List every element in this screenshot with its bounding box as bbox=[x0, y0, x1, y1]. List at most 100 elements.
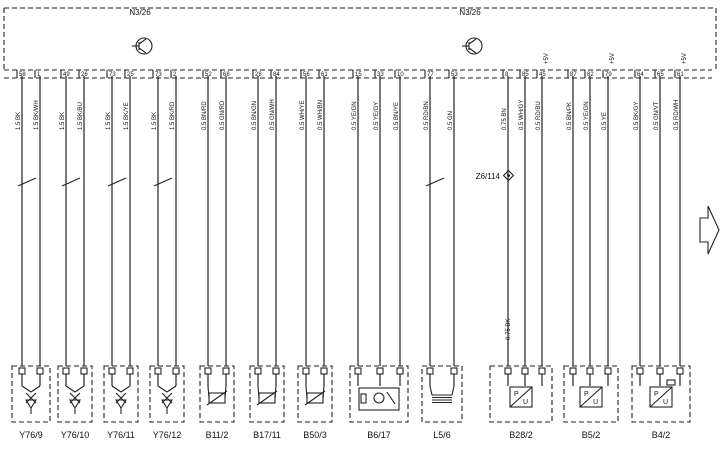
component-l5-6[interactable]: L5/6 bbox=[421, 365, 463, 440]
pin-number: 77 bbox=[427, 72, 434, 78]
pin-number: 82 bbox=[587, 72, 594, 78]
wire-label: 0.5 YE/GY bbox=[374, 102, 380, 130]
pin-number: 73 bbox=[155, 72, 162, 78]
component-b50-3[interactable]: B50/3 bbox=[297, 365, 333, 440]
wire-label: 1.5 BK/YE bbox=[124, 102, 130, 130]
component-label: B6/17 bbox=[367, 430, 391, 440]
terminal bbox=[62, 367, 70, 375]
wire-label: 1.5 BK bbox=[16, 112, 22, 130]
terminal bbox=[376, 367, 384, 375]
pin-number: 79 bbox=[605, 72, 612, 78]
wire-label: 1.5 BK/RD bbox=[170, 101, 176, 130]
wire-label: 0.5 BN/GN bbox=[252, 101, 258, 130]
terminal bbox=[396, 367, 404, 375]
arrow-right-icon[interactable] bbox=[699, 205, 720, 255]
wire-label: 0.5 GN bbox=[448, 111, 454, 130]
component-label: B5/2 bbox=[582, 430, 601, 440]
component-label: B11/2 bbox=[206, 430, 229, 440]
component-b17-11[interactable]: B17/11 bbox=[249, 365, 285, 440]
component-b11-2[interactable]: B11/2 bbox=[199, 365, 235, 440]
pin-number: 2 bbox=[173, 72, 177, 78]
wire-label: 1.5 BK bbox=[152, 112, 158, 130]
pin-number: 53 bbox=[451, 72, 458, 78]
svg-text:U: U bbox=[663, 399, 668, 406]
component-box bbox=[249, 365, 285, 423]
switch-contact bbox=[425, 177, 445, 187]
wire-label: 0.75 BN bbox=[502, 108, 508, 130]
wire-label: 0.5 YE bbox=[602, 112, 608, 130]
component-box bbox=[563, 365, 619, 423]
pin-number: 85 bbox=[522, 72, 529, 78]
terminal bbox=[504, 367, 512, 375]
wire-label: 0.5 YE/GN bbox=[352, 101, 358, 130]
component-box bbox=[149, 365, 185, 423]
wire-label: 0.5 BN/PK bbox=[567, 102, 573, 130]
wire-label: 0.5 BN/RD bbox=[202, 101, 208, 130]
terminal bbox=[450, 367, 458, 375]
wire-label: 0.5 BK/GY bbox=[634, 102, 640, 130]
wire-label: 0.5 YE/GN bbox=[584, 101, 590, 130]
svg-text:P: P bbox=[654, 391, 659, 398]
component-box bbox=[11, 365, 51, 423]
valve-icon bbox=[21, 385, 41, 414]
valve-icon bbox=[157, 385, 177, 414]
pin-number: 61 bbox=[677, 72, 684, 78]
wire-label: 1.5 BK bbox=[106, 112, 112, 130]
terminal bbox=[656, 367, 664, 375]
component-b6-17[interactable]: B6/17 bbox=[349, 365, 409, 440]
terminal bbox=[222, 367, 230, 375]
terminal bbox=[521, 367, 529, 375]
component-label: B17/11 bbox=[253, 430, 281, 440]
component-y76-10[interactable]: Y76/10 bbox=[57, 365, 93, 440]
component-y76-12[interactable]: Y76/12 bbox=[149, 365, 185, 440]
terminal bbox=[18, 367, 26, 375]
terminal bbox=[36, 367, 44, 375]
component-label: Y76/12 bbox=[153, 430, 182, 440]
terminal bbox=[126, 367, 134, 375]
terminal bbox=[154, 367, 162, 375]
component-label: Y76/11 bbox=[107, 430, 135, 440]
component-y76-11[interactable]: Y76/11 bbox=[103, 365, 139, 440]
splice-label: Z6/114 bbox=[476, 172, 501, 181]
switch-contact bbox=[61, 177, 81, 187]
pin-number: 33 bbox=[377, 72, 384, 78]
pin-number: 61 bbox=[321, 72, 328, 78]
terminal bbox=[636, 367, 644, 375]
svg-text:U: U bbox=[593, 399, 598, 406]
component-label: Y76/9 bbox=[19, 430, 43, 440]
temperature-sensor-icon bbox=[256, 385, 278, 406]
terminal bbox=[204, 367, 212, 375]
component-b28-2[interactable]: PU B28/2 bbox=[489, 365, 553, 440]
component-box bbox=[199, 365, 235, 423]
wire-label: 1.5 BK/BU bbox=[78, 102, 84, 130]
component-box bbox=[349, 365, 409, 423]
terminal bbox=[354, 367, 362, 375]
pin-number: 28 bbox=[255, 72, 262, 78]
wire-label: 1.5 BK bbox=[60, 112, 66, 130]
terminal bbox=[569, 367, 577, 375]
pin-number: 56 bbox=[303, 72, 310, 78]
component-label: B28/2 bbox=[509, 430, 533, 440]
pressure-sensor-icon: PU bbox=[579, 386, 603, 408]
pin-number: 68 bbox=[223, 72, 230, 78]
pin-number: 15 bbox=[355, 72, 362, 78]
wire-label: 0.5 GN/RD bbox=[220, 100, 226, 130]
terminal bbox=[272, 367, 280, 375]
pressure-sensor-icon: PU bbox=[509, 386, 533, 408]
component-box bbox=[297, 365, 333, 423]
wire-label: 0.5 GN/WH bbox=[270, 99, 276, 130]
control-module-n3-26: N3/26 N3/26 bbox=[3, 7, 717, 71]
module-label-left: N3/26 bbox=[129, 8, 151, 17]
component-box bbox=[489, 365, 553, 423]
component-y76-9[interactable]: Y76/9 bbox=[11, 365, 51, 440]
pin-number: 58 bbox=[19, 72, 26, 78]
splice-z6-114: Z6/114 0.75 BK bbox=[476, 169, 515, 340]
component-b5-2[interactable]: PU B5/2 bbox=[563, 365, 619, 440]
